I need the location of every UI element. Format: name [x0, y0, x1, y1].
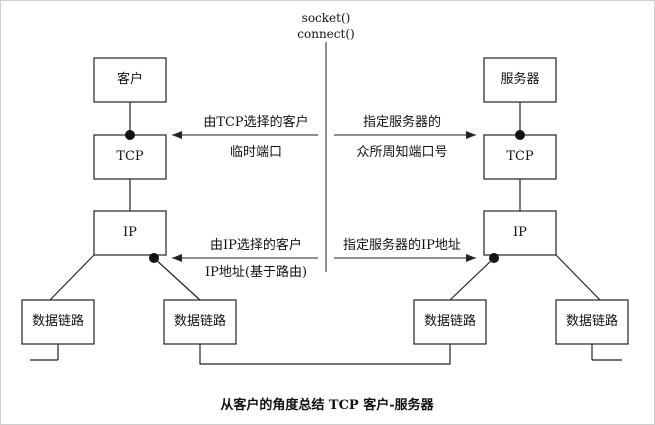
port-note-left-line1: 由TCP选择的客户 [203, 115, 309, 130]
client-datalink-right-box [163, 299, 237, 345]
ip-arrow-left-head [172, 254, 182, 262]
network-wire [199, 344, 451, 365]
server-port-dot [515, 130, 525, 140]
client-datalink-right-label: 数据链路 [173, 314, 226, 329]
client-ip-label: IP [123, 225, 137, 240]
connect-call-label: connect() [297, 27, 355, 41]
socket-call-label: socket() [301, 11, 351, 25]
server-datalink-left-label: 数据链路 [423, 314, 476, 329]
port-note-right-line2: 众所周知端口号 [356, 145, 448, 160]
server-app-box [483, 57, 557, 103]
port-note-left-line2: 临时端口 [229, 145, 282, 160]
port-arrow-right-head [466, 131, 476, 139]
server-datalink-right-box [555, 299, 629, 345]
client-app-box [93, 57, 167, 103]
client-ip-to-dl-left [49, 254, 95, 301]
server-datalink-right-label: 数据链路 [565, 314, 618, 329]
client-tcp-box [93, 134, 167, 180]
server-ip-to-dl-right [555, 254, 601, 301]
server-ip-box [483, 210, 557, 256]
ip-arrow-right-head [466, 254, 476, 262]
server-ip-to-dl-left [449, 257, 495, 301]
client-datalink-left-label: 数据链路 [31, 314, 84, 329]
client-port-dot [125, 130, 135, 140]
client-ip-to-dl-right [153, 257, 201, 301]
client-app-label: 客户 [116, 72, 143, 87]
server-app-label: 服务器 [500, 72, 540, 87]
ip-note-right-line1: 指定服务器的IP地址 [343, 238, 461, 253]
server-ip-label: IP [513, 225, 527, 240]
ip-note-left-line2: IP地址(基于路由) [204, 265, 308, 280]
ip-note-left-line1: 由IP选择的客户 [210, 238, 302, 253]
port-arrow-left-head [172, 131, 182, 139]
client-datalink-left-box [21, 299, 95, 345]
port-note-right-line1: 指定服务器的 [362, 115, 441, 130]
client-ip-box [93, 210, 167, 256]
server-tcp-label: TCP [506, 149, 534, 164]
client-tcp-label: TCP [116, 149, 144, 164]
figure-caption: 从客户的角度总结 TCP 客户-服务器 [220, 398, 434, 413]
